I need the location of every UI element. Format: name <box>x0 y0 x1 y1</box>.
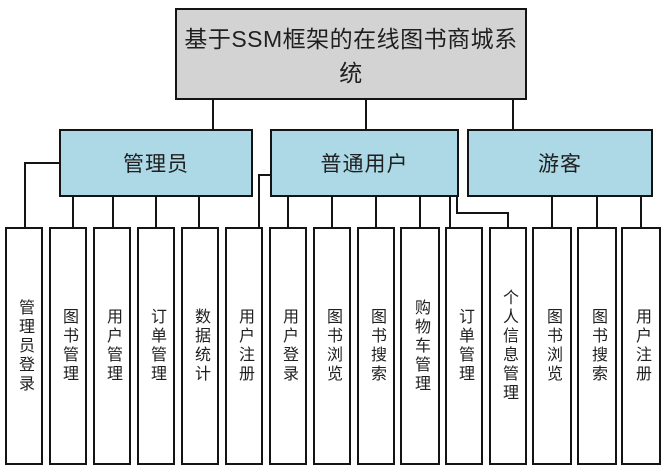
leaf-label: 购物车管理 <box>412 298 429 394</box>
leaf-node-book-search-guest: 图书搜索 <box>577 227 617 465</box>
branch-admin-label: 管理员 <box>123 153 189 176</box>
leaf-label: 用户注册 <box>236 308 253 384</box>
connector-user-leaf7 <box>456 196 509 229</box>
leaf-node-book-browse-guest: 图书浏览 <box>532 227 572 465</box>
leaf-node-profile-management: 个人信息管理 <box>489 227 527 465</box>
leaf-label: 订单管理 <box>456 308 473 384</box>
branch-node-admin: 管理员 <box>59 129 253 197</box>
leaf-label: 图书管理 <box>60 308 77 384</box>
leaf-node-admin-login: 管理员登录 <box>5 227 43 465</box>
leaf-node-user-register-guest: 用户注册 <box>621 227 661 465</box>
leaf-node-data-statistics: 数据统计 <box>181 227 219 465</box>
leaf-label: 用户注册 <box>633 308 650 384</box>
branch-node-normal-user: 普通用户 <box>270 129 459 197</box>
leaf-label: 订单管理 <box>148 308 165 384</box>
leaf-node-cart-management: 购物车管理 <box>400 227 440 465</box>
branch-guest-label: 游客 <box>538 153 582 176</box>
leaf-label: 图书浏览 <box>324 308 341 384</box>
leaf-label: 图书搜索 <box>589 308 606 384</box>
leaf-label: 用户管理 <box>104 308 121 384</box>
leaf-node-order-management-admin: 订单管理 <box>137 227 175 465</box>
leaf-node-order-management-user: 订单管理 <box>445 227 483 465</box>
leaf-label: 管理员登录 <box>16 298 33 394</box>
branch-user-label: 普通用户 <box>320 153 409 176</box>
root-node-system-title: 基于SSM框架的在线图书商城系统 <box>175 8 527 100</box>
leaf-label: 个人信息管理 <box>500 289 517 403</box>
leaf-node-book-search: 图书搜索 <box>357 227 395 465</box>
leaf-node-book-browse: 图书浏览 <box>313 227 351 465</box>
leaf-node-user-register: 用户注册 <box>225 227 263 465</box>
root-node-label: 基于SSM框架的在线图书商城系统 <box>184 26 518 86</box>
branch-node-guest: 游客 <box>467 129 653 197</box>
connector-user-leaf1 <box>258 174 271 229</box>
leaf-node-user-login: 用户登录 <box>269 227 307 465</box>
leaf-label: 用户登录 <box>280 308 297 384</box>
leaf-node-user-management: 用户管理 <box>93 227 131 465</box>
leaf-label: 图书浏览 <box>544 308 561 384</box>
leaf-label: 数据统计 <box>192 308 209 384</box>
leaf-label: 图书搜索 <box>368 308 385 384</box>
connector-admin-leaf1 <box>24 162 60 229</box>
leaf-node-book-management: 图书管理 <box>49 227 87 465</box>
